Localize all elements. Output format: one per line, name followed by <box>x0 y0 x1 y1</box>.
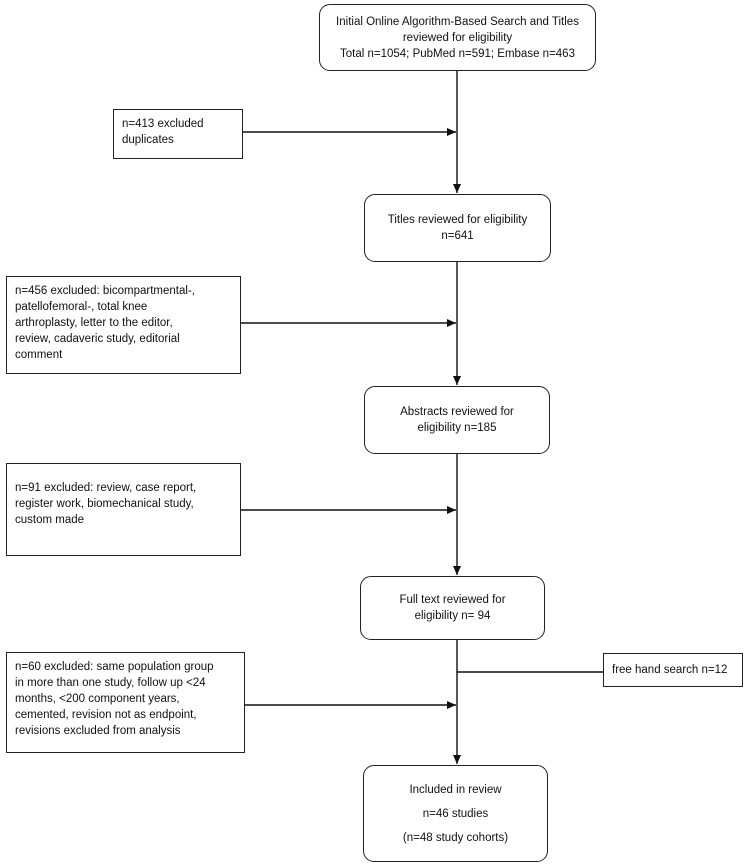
included-box: Included in review n=46 studies (n=48 st… <box>363 765 548 862</box>
abstracts-reviewed-line-2: eligibility n=185 <box>417 422 497 434</box>
excluded-fulltext-line-4: cemented, revision not as endpoint, <box>15 709 197 721</box>
excluded-titles-box: n=456 excluded: bicompartmental-, patell… <box>6 276 241 374</box>
initial-search-line-3: Total n=1054; PubMed n=591; Embase n=463 <box>340 47 575 60</box>
excluded-fulltext-line-1: n=60 excluded: same population group <box>15 661 214 673</box>
fulltext-reviewed-line-2: eligibility n= 94 <box>414 610 491 622</box>
excluded-titles-line-2: patellofemoral-, total knee <box>15 301 148 313</box>
free-hand-search-box: free hand search n=12 <box>603 653 743 687</box>
fulltext-reviewed-box: Full text reviewed for eligibility n= 94 <box>360 576 545 640</box>
excluded-titles-line-1: n=456 excluded: bicompartmental-, <box>15 285 195 297</box>
free-hand-search-line-1: free hand search n=12 <box>612 664 728 676</box>
excluded-abstracts-box: n=91 excluded: review, case report, regi… <box>6 463 241 556</box>
fulltext-reviewed-line-1: Full text reviewed for <box>399 594 506 606</box>
abstracts-reviewed-box: Abstracts reviewed for eligibility n=185 <box>364 386 550 454</box>
initial-search-line-1: Initial Online Algorithm-Based Search an… <box>336 15 579 28</box>
excluded-fulltext-box: n=60 excluded: same population group in … <box>6 652 245 753</box>
excluded-duplicates-line-1: n=413 excluded <box>122 118 204 130</box>
excluded-abstracts-line-1: n=91 excluded: review, case report, <box>15 482 197 494</box>
titles-reviewed-box: Titles reviewed for eligibility n=641 <box>364 194 551 262</box>
excluded-duplicates-box: n=413 excluded duplicates <box>113 109 243 159</box>
initial-search-line-2: reviewed for eligibility <box>402 31 513 44</box>
excluded-titles-line-5: comment <box>15 349 63 361</box>
titles-reviewed-line-1: Titles reviewed for eligibility <box>387 214 528 226</box>
titles-reviewed-line-2: n=641 <box>441 230 474 242</box>
excluded-fulltext-line-3: months, <200 component years, <box>15 693 180 705</box>
initial-search-box: Initial Online Algorithm-Based Search an… <box>319 4 596 71</box>
included-line-3: n=46 studies <box>422 807 489 820</box>
included-line-5: (n=48 study cohorts) <box>402 831 509 844</box>
excluded-titles-line-3: arthroplasty, letter to the editor, <box>15 317 173 329</box>
excluded-fulltext-line-5: revisions excluded from analysis <box>15 725 181 737</box>
abstracts-reviewed-line-1: Abstracts reviewed for <box>400 406 514 418</box>
included-line-1: Included in review <box>409 783 502 796</box>
excluded-duplicates-line-2: duplicates <box>122 134 174 146</box>
excluded-fulltext-line-2: in more than one study, follow up <24 <box>15 677 206 689</box>
excluded-abstracts-line-2: register work, biomechanical study, <box>15 498 194 510</box>
excluded-abstracts-line-3: custom made <box>15 514 85 526</box>
excluded-titles-line-4: review, cadaveric study, editorial <box>15 333 180 345</box>
